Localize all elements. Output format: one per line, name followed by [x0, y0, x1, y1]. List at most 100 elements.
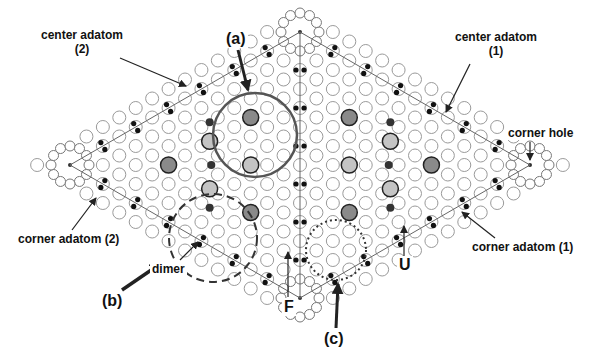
surface-atom: [277, 225, 290, 238]
surface-atom: [211, 225, 224, 238]
surface-atom: [359, 121, 372, 134]
surface-atom: [146, 149, 159, 162]
dimer-atom: [394, 235, 399, 240]
corner-hole-atom: [46, 160, 56, 170]
dimer-atom: [293, 67, 298, 72]
surface-atom: [146, 130, 159, 143]
surface-atom: [556, 159, 569, 172]
dimer-atom: [135, 197, 140, 202]
surface-atom: [458, 102, 471, 115]
surface-atom: [474, 206, 487, 219]
adatom-label: center adatom (1): [452, 30, 540, 58]
dimer-atom: [98, 185, 103, 190]
corner-hole-atom: [286, 277, 296, 287]
surface-atom: [376, 54, 389, 67]
dimer-atom: [464, 204, 469, 209]
dimer-atom: [365, 64, 370, 69]
surface-atom: [392, 216, 405, 229]
surface-atom: [376, 168, 389, 181]
surface-atom: [228, 178, 241, 191]
surface-atom: [195, 64, 208, 77]
surface-atom: [179, 168, 192, 181]
surface-atom: [80, 130, 93, 143]
dimer-atom: [460, 197, 465, 202]
dimer-atom: [293, 181, 298, 186]
callout-letter: (a): [224, 30, 248, 48]
surface-atom: [228, 216, 241, 229]
surface-atom: [425, 197, 438, 210]
surface-atom: [376, 149, 389, 162]
surface-atom: [179, 149, 192, 162]
surface-atom: [261, 254, 274, 267]
dimer-label: dimer: [150, 262, 187, 276]
rest-atom: [385, 161, 393, 169]
leader-line: [180, 242, 198, 260]
surface-atom: [441, 149, 454, 162]
dimer-atom: [230, 64, 235, 69]
corner-hole-atom: [305, 309, 315, 319]
dimer-atom: [493, 147, 498, 152]
dimer-atom: [301, 257, 306, 262]
surface-atom: [129, 178, 142, 191]
corner-adatom: [243, 110, 259, 126]
dimer-atom: [427, 109, 432, 114]
surface-atom: [261, 102, 274, 115]
surface-atom: [491, 197, 504, 210]
region-circle-a: [213, 93, 297, 177]
corner-adatom: [243, 205, 259, 221]
surface-atom: [80, 187, 93, 200]
surface-atom: [474, 111, 487, 124]
surface-atom: [326, 216, 339, 229]
surface-atom: [359, 45, 372, 58]
corner-hole-atom: [516, 144, 526, 154]
surface-atom: [343, 282, 356, 295]
dimer-atom: [164, 223, 169, 228]
leader-line: [287, 252, 288, 297]
surface-atom: [228, 140, 241, 153]
center-adatom: [382, 181, 398, 197]
callout-arrow: [238, 50, 248, 90]
corner-hole-atom: [535, 176, 545, 186]
corner-hole-atom: [286, 11, 296, 21]
dimer-atom: [131, 204, 136, 209]
corner-adatom: [423, 157, 439, 173]
surface-atom: [441, 187, 454, 200]
surface-atom: [474, 168, 487, 181]
dimer-atom: [234, 254, 239, 259]
surface-atom: [162, 121, 175, 134]
center-adatom: [341, 157, 357, 173]
surface-atom: [392, 102, 405, 115]
surface-atom: [146, 168, 159, 181]
surface-atom: [261, 197, 274, 210]
dimer-atom: [301, 67, 306, 72]
surface-atom: [359, 273, 372, 286]
surface-atom: [261, 26, 274, 39]
dimer-atom: [263, 280, 268, 285]
dimer-atom: [431, 223, 436, 228]
surface-atom: [211, 168, 224, 181]
dimer-atom: [98, 140, 103, 145]
surface-atom: [179, 187, 192, 200]
rest-atom: [386, 118, 394, 126]
half-cell-boundary: [300, 32, 301, 298]
surface-atom: [96, 159, 109, 172]
surface-atom: [343, 73, 356, 86]
dimer-atom: [234, 71, 239, 76]
surface-atom: [310, 187, 323, 200]
dimer-atom: [301, 181, 306, 186]
surface-atom: [326, 235, 339, 248]
dimer-atom: [497, 140, 502, 145]
surface-atom: [129, 216, 142, 229]
surface-atom: [441, 168, 454, 181]
surface-atom: [326, 197, 339, 210]
surface-atom: [376, 92, 389, 105]
surface-atom: [129, 140, 142, 153]
dimer-atom: [293, 257, 298, 262]
surface-atom: [195, 159, 208, 172]
surface-atom: [425, 121, 438, 134]
surface-atom: [376, 225, 389, 238]
surface-atom: [244, 282, 257, 295]
adatom-label: corner adatom (1): [470, 240, 575, 254]
half-label: U: [397, 256, 413, 274]
